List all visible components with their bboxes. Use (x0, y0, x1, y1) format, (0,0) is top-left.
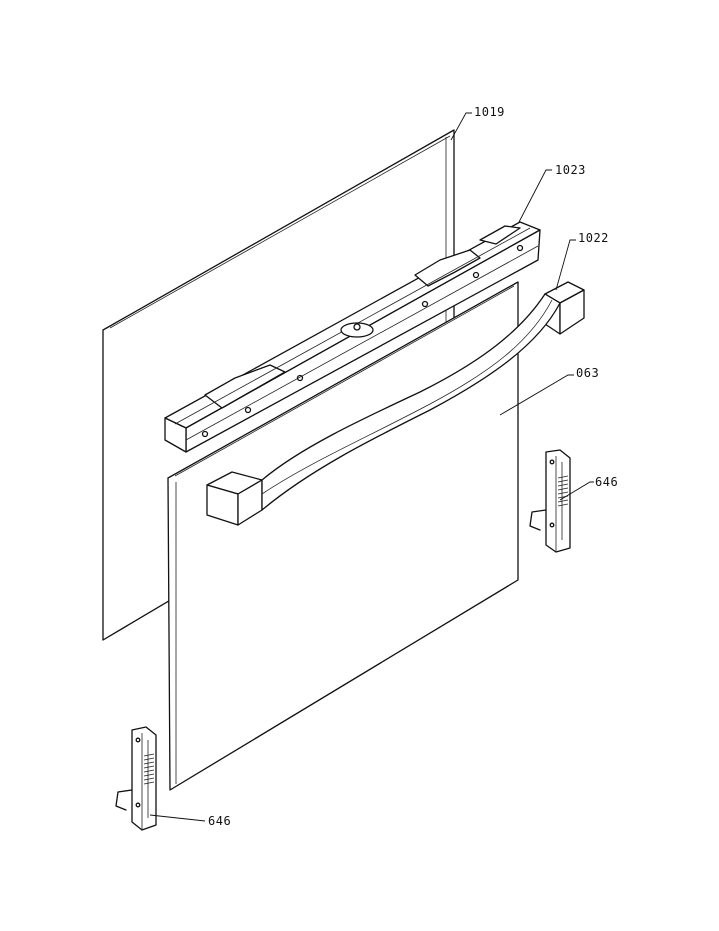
callout-063: 063 (576, 366, 599, 380)
callout-646-right: 646 (595, 475, 618, 489)
hinge-left (115, 726, 157, 831)
callout-646-left: 646 (208, 814, 231, 828)
top-profile-rail (164, 221, 541, 453)
callout-1023: 1023 (555, 163, 586, 177)
door-handle (206, 281, 585, 526)
callout-1019: 1019 (474, 105, 505, 119)
leader-lines (149, 112, 594, 822)
callout-1022: 1022 (578, 231, 609, 245)
hinge-right (529, 449, 571, 553)
